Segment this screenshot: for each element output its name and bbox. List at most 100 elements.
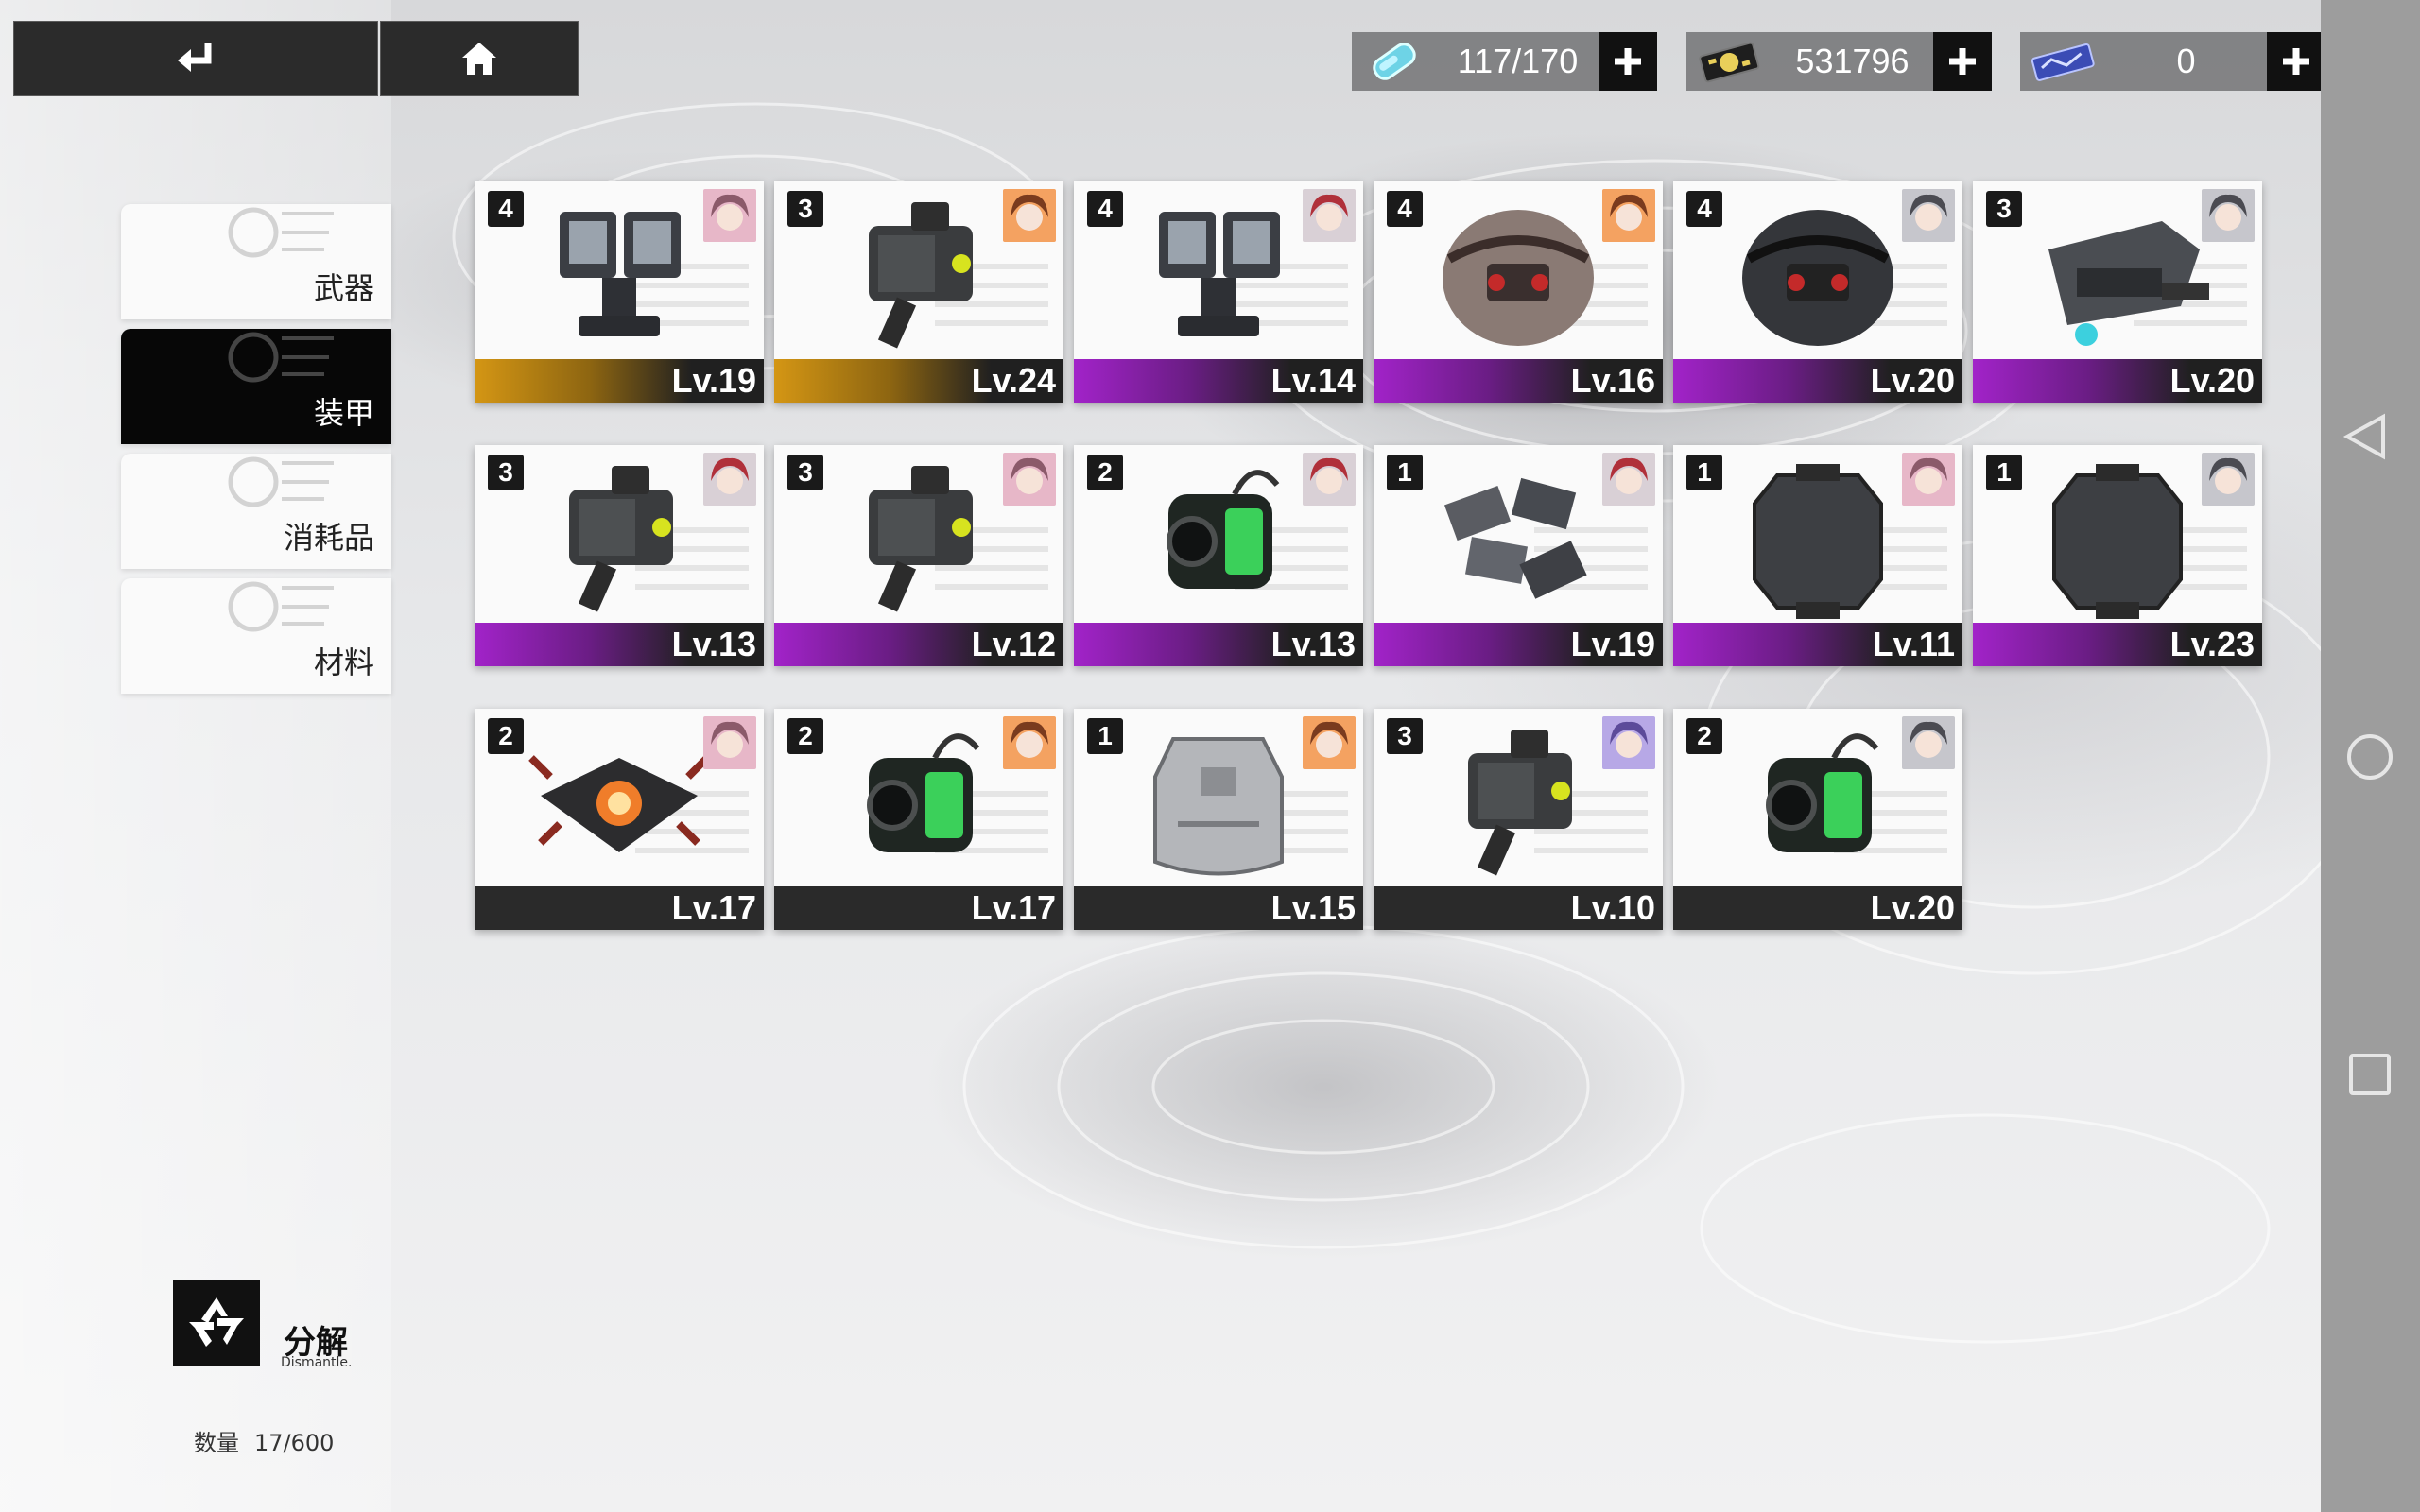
dismantle-label: 分解 xyxy=(284,1324,348,1362)
nav-recents-icon[interactable] xyxy=(2321,1051,2420,1098)
level-bar: Lv.17 xyxy=(475,886,764,930)
level-bar: Lv.13 xyxy=(1074,623,1363,666)
tab-materials[interactable]: 材料 xyxy=(121,578,391,694)
resource-ticket: 0 xyxy=(2020,32,2325,91)
level-bar: Lv.12 xyxy=(774,623,1063,666)
card-watermark xyxy=(935,791,1048,853)
add-energy-button[interactable] xyxy=(1599,32,1657,91)
equipment-sphere-camo-icon xyxy=(1443,210,1594,346)
back-button[interactable] xyxy=(13,21,378,96)
nav-back-icon[interactable] xyxy=(2321,411,2420,462)
equipment-cannon-icon xyxy=(2048,221,2209,346)
level-label: Lv.24 xyxy=(971,361,1056,400)
star-rank-badge: 4 xyxy=(488,191,524,227)
character-avatar-icon xyxy=(1602,189,1655,242)
add-ticket-button[interactable] xyxy=(2267,32,2325,91)
level-label: Lv.12 xyxy=(971,625,1056,663)
equipment-green-core-icon xyxy=(867,733,980,852)
resource-energy-value: 117/170 xyxy=(1457,42,1579,80)
level-label: Lv.19 xyxy=(671,361,756,400)
equipment-green-core-icon xyxy=(1766,733,1879,852)
character-avatar-icon xyxy=(1602,716,1655,769)
android-nav-bar xyxy=(2321,0,2420,1512)
level-bar: Lv.13 xyxy=(475,623,764,666)
character-avatar-icon xyxy=(703,453,756,506)
add-gold-button[interactable] xyxy=(1933,32,1992,91)
card-watermark xyxy=(635,264,749,326)
blue-ticket-icon xyxy=(2031,43,2095,81)
gold-coin-icon xyxy=(1699,42,1760,83)
tab-armor[interactable]: 装甲 xyxy=(121,329,391,444)
card-watermark xyxy=(1235,527,1348,590)
tab-consumables[interactable]: 消耗品 xyxy=(121,454,391,569)
resource-energy: 117/170 xyxy=(1352,32,1657,91)
nav-home-icon[interactable] xyxy=(2321,730,2420,783)
star-rank-badge: 4 xyxy=(1087,191,1123,227)
character-avatar-icon xyxy=(2202,189,2255,242)
home-button[interactable] xyxy=(380,21,579,96)
level-label: Lv.13 xyxy=(671,625,756,663)
equipment-scope-icon xyxy=(869,202,973,349)
equipment-twin-pod-icon xyxy=(1159,212,1280,336)
tab-weapons-label: 武器 xyxy=(313,270,374,306)
level-label: Lv.20 xyxy=(1870,361,1955,400)
level-label: Lv.17 xyxy=(971,888,1056,927)
level-label: Lv.20 xyxy=(2169,361,2255,400)
plus-icon xyxy=(1949,48,1976,75)
dismantle-button[interactable] xyxy=(173,1280,260,1366)
level-label: Lv.14 xyxy=(1270,361,1356,400)
tab-weapons[interactable]: 武器 xyxy=(121,204,391,319)
tab-emblem-icon xyxy=(228,581,334,632)
level-bar: Lv.20 xyxy=(1673,886,1962,930)
equipment-plates-icon xyxy=(1443,477,1587,599)
level-label: Lv.11 xyxy=(1872,625,1955,663)
equipment-scope-icon xyxy=(569,466,673,612)
card-watermark xyxy=(935,527,1048,590)
equipment-vest-icon xyxy=(1153,737,1284,876)
card-watermark xyxy=(935,264,1048,326)
character-avatar-icon xyxy=(1303,716,1356,769)
dismantle-sublabel: Dismantle. xyxy=(281,1355,353,1370)
home-icon xyxy=(462,43,496,75)
inventory-count-label: 数量 xyxy=(194,1430,239,1456)
card-watermark xyxy=(1235,264,1348,326)
level-bar: Lv.20 xyxy=(1973,359,2262,403)
resource-ticket-value: 0 xyxy=(2176,42,2196,80)
tab-consumables-label: 消耗品 xyxy=(283,520,374,556)
star-rank-badge: 1 xyxy=(1686,455,1722,490)
equipment-scope-icon xyxy=(869,466,973,612)
level-bar: Lv.19 xyxy=(1374,623,1663,666)
equipment-plate-37-icon xyxy=(1753,464,1883,619)
star-rank-badge: 3 xyxy=(1986,191,2022,227)
character-avatar-icon xyxy=(1303,453,1356,506)
tab-emblem-icon xyxy=(228,332,334,383)
star-rank-badge: 3 xyxy=(787,191,823,227)
level-bar: Lv.10 xyxy=(1374,886,1663,930)
equipment-scope-icon xyxy=(1468,730,1572,876)
character-avatar-icon xyxy=(1902,716,1955,769)
card-watermark xyxy=(1534,791,1648,853)
energy-capsule-icon xyxy=(1373,43,1416,80)
star-rank-badge: 2 xyxy=(488,718,524,754)
star-rank-badge: 3 xyxy=(488,455,524,490)
level-label: Lv.23 xyxy=(2169,625,2255,663)
level-label: Lv.16 xyxy=(1570,361,1655,400)
